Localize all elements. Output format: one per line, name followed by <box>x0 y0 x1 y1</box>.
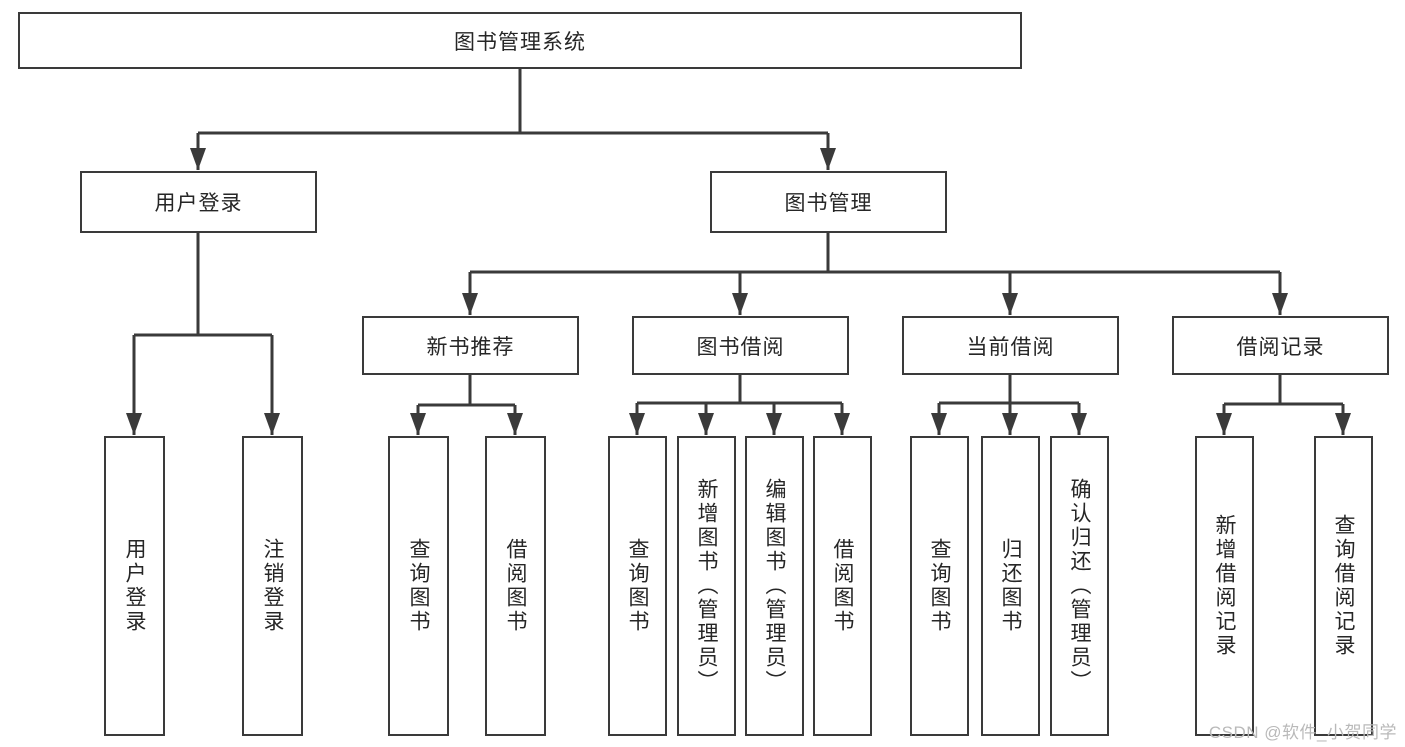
node-leaf-login-1[interactable]: 注销登录 <box>242 436 303 736</box>
node-label: 查询图书 <box>928 538 951 634</box>
node-label: 用户登录 <box>123 538 146 634</box>
node-label: 借阅记录 <box>1236 335 1325 359</box>
node-label: 查询借阅记录 <box>1332 514 1355 658</box>
node-leaf-current-2[interactable]: 确认归还（管理员） <box>1050 436 1109 736</box>
node-leaf-new-0[interactable]: 查询图书 <box>388 436 449 736</box>
node-label: 确认归还（管理员） <box>1068 478 1091 694</box>
node-label: 用户登录 <box>154 192 243 215</box>
node-l1-0[interactable]: 用户登录 <box>80 171 317 233</box>
node-label: 编辑图书（管理员） <box>763 478 786 694</box>
node-label: 查询图书 <box>407 538 430 634</box>
node-label: 图书借阅 <box>696 335 785 359</box>
node-leaf-borrow-1[interactable]: 新增图书（管理员） <box>677 436 736 736</box>
node-l2-2[interactable]: 当前借阅 <box>902 316 1119 375</box>
node-leaf-login-0[interactable]: 用户登录 <box>104 436 165 736</box>
node-label: 查询图书 <box>626 538 649 634</box>
node-leaf-borrow-2[interactable]: 编辑图书（管理员） <box>745 436 804 736</box>
node-l2-0[interactable]: 新书推荐 <box>362 316 579 375</box>
node-l2-3[interactable]: 借阅记录 <box>1172 316 1389 375</box>
node-leaf-record-0[interactable]: 新增借阅记录 <box>1195 436 1254 736</box>
node-label: 新增图书（管理员） <box>695 478 718 694</box>
node-leaf-new-1[interactable]: 借阅图书 <box>485 436 546 736</box>
node-leaf-borrow-0[interactable]: 查询图书 <box>608 436 667 736</box>
node-label: 归还图书 <box>999 538 1022 634</box>
node-label: 图书管理 <box>784 192 873 215</box>
node-label: 当前借阅 <box>966 335 1055 359</box>
node-leaf-current-1[interactable]: 归还图书 <box>981 436 1040 736</box>
node-label: 新增借阅记录 <box>1213 514 1236 658</box>
node-label: 注销登录 <box>261 538 284 634</box>
node-label: 图书管理系统 <box>454 30 586 54</box>
node-leaf-current-0[interactable]: 查询图书 <box>910 436 969 736</box>
node-leaf-record-1[interactable]: 查询借阅记录 <box>1314 436 1373 736</box>
node-root[interactable]: 图书管理系统 <box>18 12 1022 69</box>
node-label: 借阅图书 <box>831 538 854 634</box>
node-label: 借阅图书 <box>504 538 527 634</box>
node-label: 新书推荐 <box>426 335 515 359</box>
node-leaf-borrow-3[interactable]: 借阅图书 <box>813 436 872 736</box>
node-l2-1[interactable]: 图书借阅 <box>632 316 849 375</box>
node-l1-1[interactable]: 图书管理 <box>710 171 947 233</box>
